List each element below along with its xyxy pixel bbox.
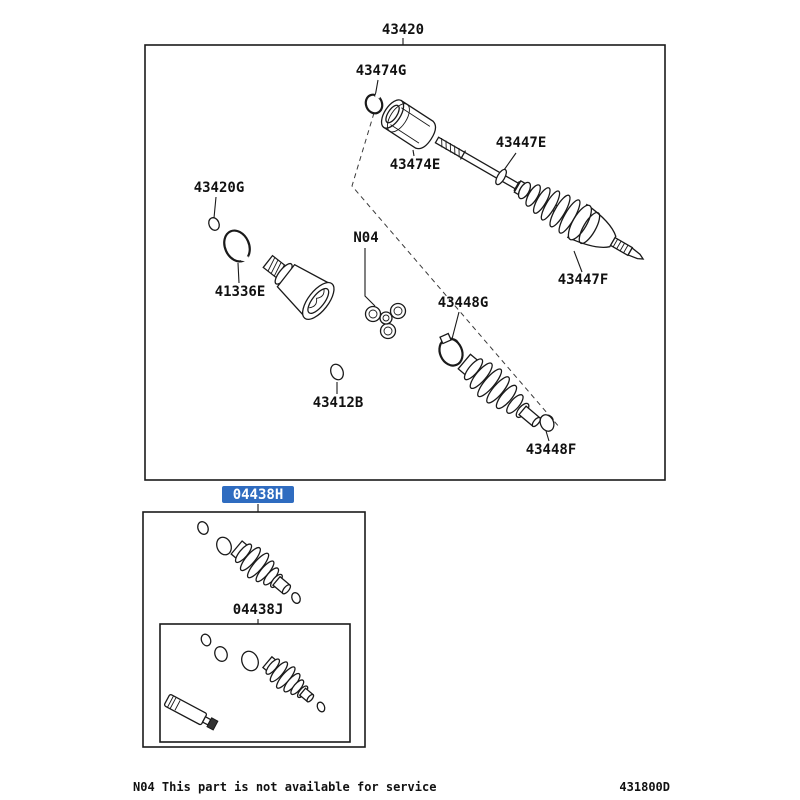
kit-boot	[230, 540, 292, 595]
part-boot-clamp-43448F	[539, 414, 555, 432]
part-label-43420: 43420	[382, 22, 424, 38]
part-inboard-joint-43474E	[380, 99, 437, 150]
kit-clip-end	[291, 592, 301, 604]
kit2-clip-end	[316, 701, 326, 713]
leader-lines	[213, 38, 583, 624]
kit2-boot	[261, 655, 315, 703]
leader-43448F	[545, 430, 550, 442]
leader-41336E	[237, 262, 240, 284]
highlight-rect	[222, 486, 294, 503]
main-assembly-box	[144, 44, 666, 481]
kit2-grease-pack	[163, 694, 219, 731]
part-clip-43420G	[208, 217, 220, 231]
kit2-ring	[214, 646, 228, 662]
kit2-clip-small	[200, 633, 212, 647]
footer-note: N04 This part is not available for servi…	[133, 780, 436, 794]
kit2-clamp-large	[241, 650, 259, 672]
footer-code: 431800D	[619, 780, 670, 794]
part-label-43420G: 43420G	[194, 180, 245, 196]
part-label-04438J: 04438J	[233, 602, 284, 618]
boot-kit-inner-box	[159, 623, 351, 743]
part-snap-ring-41336E	[223, 229, 251, 263]
part-snap-ring-43474G	[364, 92, 384, 115]
part-clip-43447E	[495, 168, 508, 186]
part-label-43474E: 43474E	[390, 157, 441, 173]
leader-43447F	[573, 250, 583, 273]
part-label-43447E: 43447E	[496, 135, 547, 151]
part-label-43448F: 43448F	[526, 442, 577, 458]
leader-43420G	[213, 196, 217, 219]
part-inner-boot	[457, 353, 542, 428]
leader-43474E	[412, 149, 415, 157]
part-label-04438H[interactable]: 04438H	[233, 487, 284, 503]
part-outboard-joint	[566, 203, 645, 260]
part-label-43447F: 43447F	[558, 272, 609, 288]
leader-43448G	[451, 311, 460, 340]
leader-N04	[364, 248, 376, 307]
leader-43447E	[503, 152, 517, 171]
assembly-axis-dashed-line	[351, 112, 561, 429]
part-label-41336E: 41336E	[215, 284, 266, 300]
part-tripod-spider-n04	[364, 302, 407, 340]
part-label-43448G: 43448G	[438, 295, 489, 311]
kit-clamp-large	[216, 536, 232, 556]
part-inner-joint-housing	[262, 254, 335, 320]
part-label-N04: N04	[353, 230, 378, 246]
part-boot-clamp-43448G	[438, 332, 464, 367]
boot-kit-box	[142, 511, 366, 748]
part-label-43474G: 43474G	[356, 63, 407, 79]
part-link-04438H[interactable]: 04438H	[222, 486, 294, 503]
kit-clip-small	[197, 521, 209, 535]
part-label-43412B: 43412B	[313, 395, 364, 411]
part-clip-43412B	[330, 363, 344, 381]
